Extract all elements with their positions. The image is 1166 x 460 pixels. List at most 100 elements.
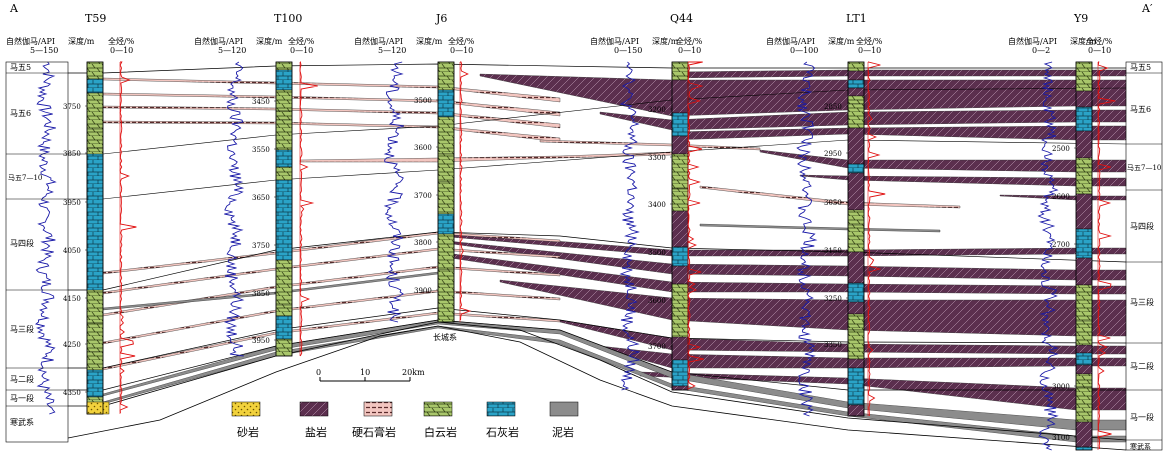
depth-label: 2950 bbox=[824, 150, 842, 158]
boundary-line bbox=[68, 307, 1127, 369]
lithology-block bbox=[275, 119, 293, 151]
boundary-line bbox=[67, 325, 1127, 451]
hydrocarbon-log-curve bbox=[867, 61, 886, 416]
hydrocarbon-log-curve bbox=[119, 61, 137, 414]
well-name: J6 bbox=[435, 12, 447, 25]
lithology-block bbox=[1075, 421, 1093, 448]
depth-label: 3550 bbox=[252, 146, 270, 154]
depth-label: 2850 bbox=[824, 103, 842, 111]
lithology-block bbox=[275, 304, 293, 317]
depth-label: 3600 bbox=[414, 144, 432, 152]
legend-swatch-dolomite bbox=[423, 401, 453, 417]
depth-label: 3650 bbox=[252, 194, 270, 202]
depth-label: 3700 bbox=[414, 192, 432, 200]
header-depth: 深度/m bbox=[416, 36, 443, 46]
lithology-block bbox=[847, 70, 865, 81]
depth-label: 3450 bbox=[252, 98, 270, 106]
hc-scale: 0—10 bbox=[110, 46, 133, 55]
lithology-block bbox=[1075, 228, 1093, 259]
stratum-label-left: 马五5 bbox=[10, 63, 31, 72]
depth-label: 3750 bbox=[252, 242, 270, 250]
lithology-block bbox=[1075, 344, 1093, 354]
lithology-block bbox=[1075, 352, 1093, 366]
gamma-log-curve bbox=[223, 61, 245, 357]
well-column-frame bbox=[86, 61, 104, 415]
correlation-band bbox=[299, 151, 673, 163]
stratum-label-left: 马五6 bbox=[10, 109, 31, 118]
lithology-block bbox=[847, 95, 865, 105]
lithology-block bbox=[1075, 90, 1093, 108]
gamma-log-curve bbox=[1037, 61, 1059, 451]
header-hydrocarbon: 全烃/% bbox=[676, 36, 703, 46]
lithology-block bbox=[847, 224, 865, 253]
well-column-frame bbox=[847, 61, 865, 417]
correlation-layer bbox=[67, 63, 1127, 451]
lithology-block bbox=[847, 282, 865, 303]
well-name: Y9 bbox=[1073, 12, 1088, 25]
lithology-block bbox=[671, 307, 689, 338]
lithology-block bbox=[671, 265, 689, 285]
header-gamma: 自然伽马/API bbox=[590, 36, 639, 46]
lithology-block bbox=[671, 153, 689, 190]
depth-label: 3950 bbox=[63, 199, 81, 207]
depth-label: 2700 bbox=[1052, 241, 1070, 249]
lithology-block bbox=[847, 251, 865, 284]
lithology-block bbox=[1075, 284, 1093, 322]
header-hydrocarbon: 全烃/% bbox=[856, 36, 883, 46]
depth-label: 4050 bbox=[63, 247, 81, 255]
correlation-band bbox=[102, 105, 561, 129]
hc-scale: 0—10 bbox=[290, 46, 313, 55]
lithology-block bbox=[275, 315, 293, 340]
depth-label: 2600 bbox=[1052, 193, 1070, 201]
lithology-block bbox=[671, 79, 689, 114]
well-name: LT1 bbox=[846, 12, 867, 25]
depth-label: 4350 bbox=[63, 389, 81, 397]
lithology-block bbox=[437, 116, 455, 155]
depth-label: 3100 bbox=[1052, 434, 1070, 442]
lithology-block bbox=[437, 153, 455, 183]
depth-label: 3000 bbox=[1052, 383, 1070, 391]
lithology-block bbox=[671, 246, 689, 267]
stratum-label-right: 马五5 bbox=[1130, 63, 1151, 72]
correlation-band bbox=[102, 120, 561, 143]
correlation-band bbox=[102, 289, 561, 345]
scale-bar: 0 10 20km bbox=[316, 368, 425, 382]
lithology-block bbox=[275, 61, 293, 71]
correlation-band bbox=[102, 92, 561, 117]
stratum-label-left: 马一段 bbox=[10, 393, 34, 403]
lithology-block bbox=[671, 210, 689, 248]
strata-column-right: 马五5 马五6 马五7—10 马四段 马三段 马二段 马一段 寒武系 bbox=[1125, 61, 1163, 451]
gamma-scale: 0—2 bbox=[1032, 46, 1050, 55]
depth-label: 3700 bbox=[648, 343, 666, 351]
lithology-block bbox=[86, 61, 104, 80]
lithology-block bbox=[275, 69, 293, 91]
hc-scale: 0—10 bbox=[858, 46, 881, 55]
stratum-label-right: 马一段 bbox=[1130, 412, 1154, 422]
lithology-block bbox=[847, 103, 865, 129]
depth-label: 3050 bbox=[824, 199, 842, 207]
header-depth: 深度/m bbox=[1070, 36, 1097, 46]
lithology-block bbox=[275, 338, 293, 357]
lithology-block bbox=[847, 79, 865, 89]
lithology-block bbox=[847, 127, 865, 165]
lithology-block bbox=[437, 89, 455, 118]
lithology-block bbox=[1075, 193, 1093, 230]
lithology-block bbox=[847, 172, 865, 211]
lithology-block bbox=[275, 179, 293, 261]
legend-label-anhydrite: 硬石膏岩 bbox=[352, 425, 396, 439]
stratum-label-right: 寒武系 bbox=[1130, 442, 1151, 451]
lithology-block bbox=[86, 92, 104, 130]
header-hydrocarbon: 全烃/% bbox=[448, 36, 475, 46]
gamma-log-curve bbox=[619, 61, 641, 391]
lithology-block bbox=[847, 313, 865, 331]
lithology-block bbox=[1075, 373, 1093, 388]
header-hydrocarbon: 全烃/% bbox=[288, 36, 315, 46]
scale-tick-10: 10 bbox=[360, 368, 370, 377]
strata-column-left: 马五5 马五6 马五7—10 马四段 马三段 马二段 马一段 寒武系 bbox=[5, 61, 69, 443]
depth-label: 3850 bbox=[252, 290, 270, 298]
depth-label: 3850 bbox=[63, 150, 81, 158]
legend-swatch-mudstone bbox=[549, 401, 579, 417]
header-depth: 深度/m bbox=[828, 36, 855, 46]
